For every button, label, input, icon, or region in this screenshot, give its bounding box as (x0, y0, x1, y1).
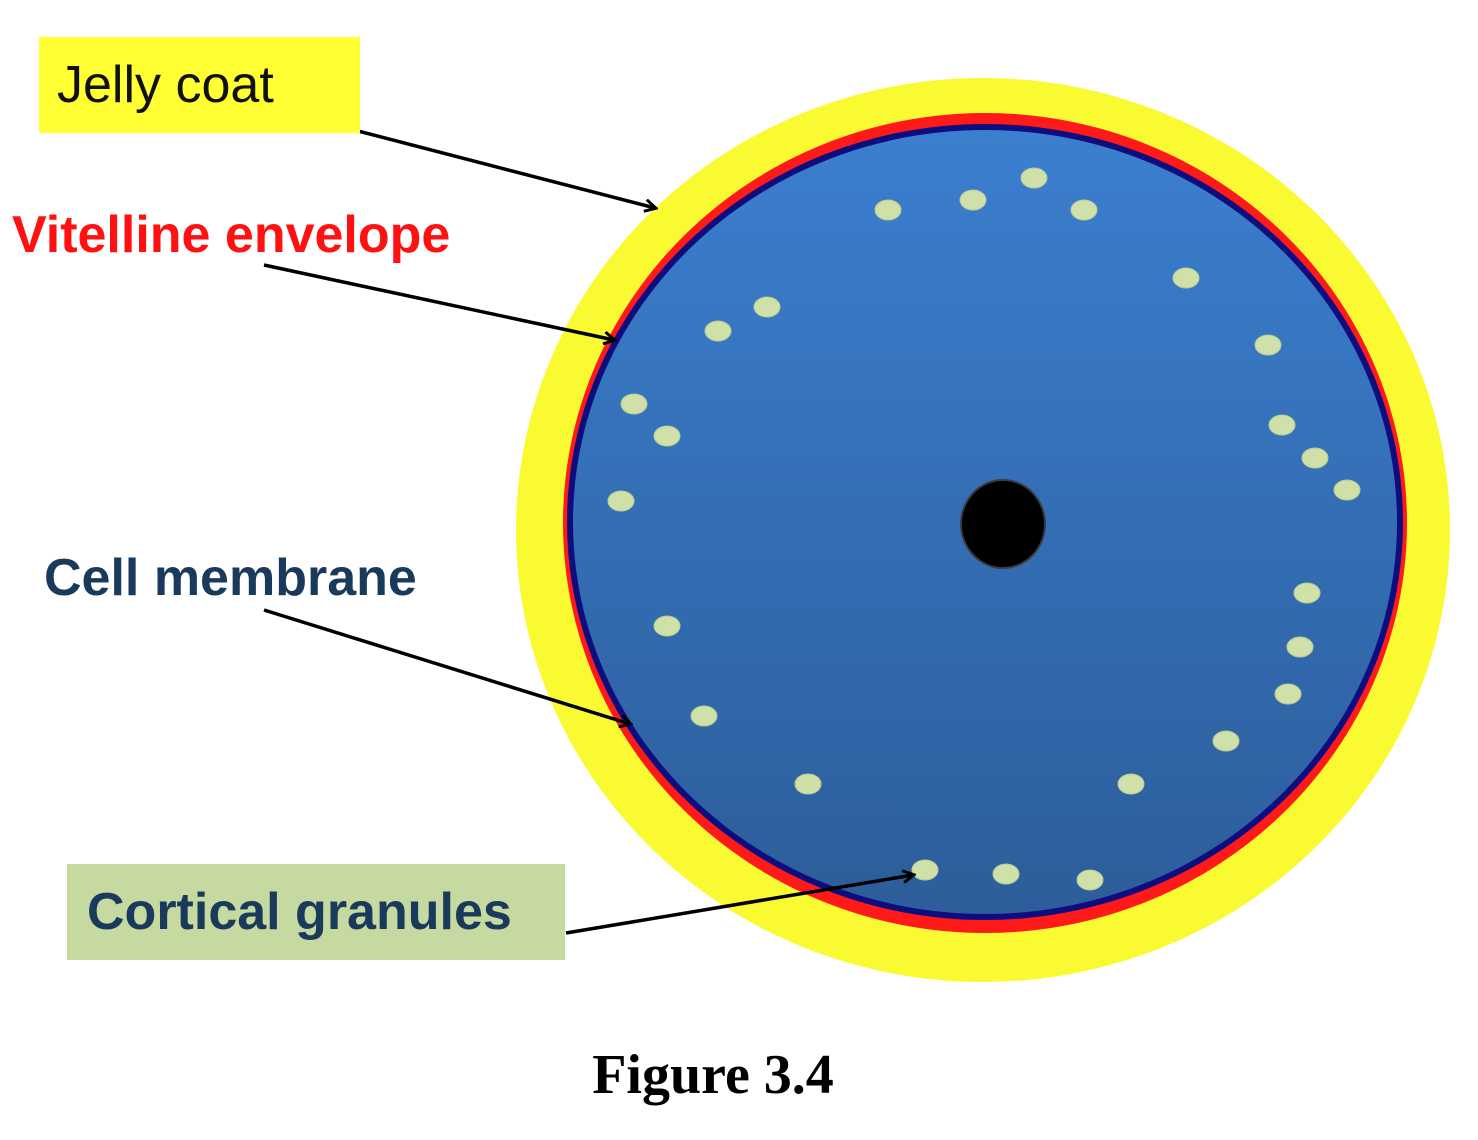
cortical-granule-icon (1070, 199, 1098, 221)
nucleus-icon (960, 479, 1046, 569)
cortical-granule-icon (704, 320, 732, 342)
cortical-granule-icon (1076, 869, 1104, 891)
cortical-granule-icon (1254, 334, 1282, 356)
cortical-granule-icon (959, 189, 987, 211)
cortical-granule-icon (620, 393, 648, 415)
jelly-coat-label: Jelly coat (39, 37, 360, 133)
cortical-granule-icon (1117, 773, 1145, 795)
figure-caption: Figure 3.4 (592, 1044, 834, 1106)
cortical-granule-icon (1172, 267, 1200, 289)
cortical-granules-arrow-icon (565, 875, 913, 935)
vitelline-envelope-label: Vitelline envelope (12, 206, 451, 264)
cortical-granule-icon (1274, 683, 1302, 705)
cortical-granule-icon (753, 296, 781, 318)
cortical-granule-icon (1293, 582, 1321, 604)
cortical-granule-icon (653, 615, 681, 637)
cortical-granules-label: Cortical granules (67, 864, 565, 960)
cortical-granule-icon (1020, 167, 1048, 189)
cell-membrane-label: Cell membrane (44, 549, 417, 607)
cortical-granule-icon (992, 863, 1020, 885)
jelly-coat-arrow-icon (303, 115, 655, 208)
cortical-granule-icon (1286, 636, 1314, 658)
cortical-granule-icon (911, 859, 939, 881)
cortical-granule-icon (794, 773, 822, 795)
cortical-granule-icon (607, 490, 635, 512)
cortical-granule-icon (1268, 414, 1296, 436)
cortical-granule-icon (653, 425, 681, 447)
cortical-granule-icon (1301, 447, 1329, 469)
cortical-granules-group (607, 167, 1361, 891)
cell-membrane-arrow-icon (263, 608, 630, 724)
cortical-granule-icon (874, 199, 902, 221)
cortical-granule-icon (1212, 730, 1240, 752)
cortical-granule-icon (690, 705, 718, 727)
vitelline-envelope-arrow-icon (263, 263, 614, 340)
cortical-granule-icon (1333, 479, 1361, 501)
